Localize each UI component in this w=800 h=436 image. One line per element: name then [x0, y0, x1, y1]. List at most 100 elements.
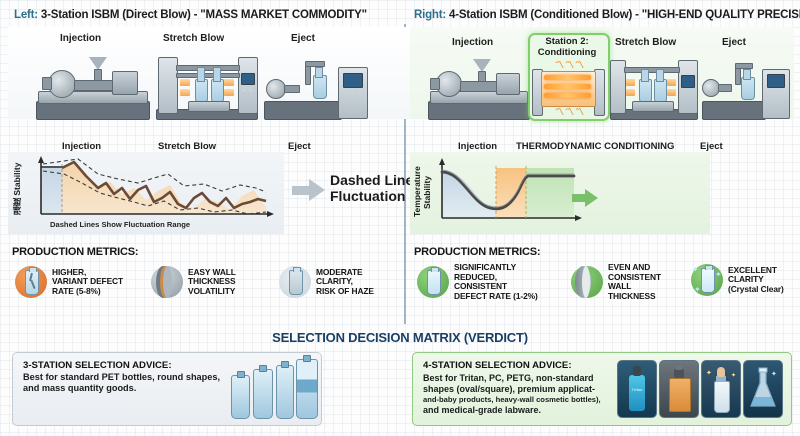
right-mold-carrier: [632, 101, 674, 112]
right-machine-illustration: Injection Stretch Blow Eject Station 2: …: [410, 27, 794, 121]
right-ejected-bottle-neck: [743, 69, 751, 80]
right-chart-svg: [439, 158, 582, 221]
left-mold-carrier: [188, 101, 230, 112]
left-heater-a: [180, 79, 190, 86]
left-motor-shaft: [42, 77, 52, 90]
left-stage-label-eject: Eject: [291, 33, 315, 44]
sparkle-icon-3: ✦: [694, 285, 701, 294]
oven-heater-bar-2: [544, 84, 591, 89]
right-preform-bottle-1: [639, 79, 652, 103]
even-wall-band-2: [582, 266, 590, 299]
right-chart-phase-conditioning: THERMODYNAMIC CONDITIONING: [516, 141, 675, 152]
pet-bottle-icon-3: [276, 365, 294, 419]
right-motor-shaft: [430, 78, 440, 90]
left-eject-wheel: [266, 79, 286, 99]
left-hmi-dot-1: [242, 89, 245, 92]
left-header: Left: 3-Station ISBM (Direct Blow) - "MA…: [14, 9, 367, 21]
right-flow-arrow-head: [585, 189, 598, 207]
left-control-dot-1: [344, 91, 347, 94]
right-preform-neck-2: [656, 69, 664, 82]
right-stage-label-stretch-blow: Stretch Blow: [615, 37, 677, 48]
left-clamp-unit: [112, 71, 138, 95]
right-eject-arm: [718, 84, 732, 92]
right-metric-3-bottle: [701, 265, 715, 293]
right-metric-1-text: SIGNIFICANTLY REDUCED, CONSISTENT DEFECT…: [454, 262, 538, 301]
pet-bottle-icon-4: [296, 359, 318, 419]
right-stage-label-injection: Injection: [452, 37, 494, 48]
left-heater-c: [224, 79, 234, 86]
verdict-left-box: 3-STATION SELECTION ADVICE: Best for sta…: [12, 352, 322, 426]
left-ejected-bottle: [313, 75, 327, 99]
sparkling-bottle-icon: ✦ ✦ ✦: [690, 263, 724, 297]
wall-band-light: [163, 266, 172, 298]
right-chart-phase-eject: Eject: [700, 141, 723, 152]
left-tie-bar-top: [176, 65, 240, 71]
right-heater-a: [626, 79, 635, 86]
right-tie-bar-top: [624, 67, 680, 73]
tritan-label: Tritan: [631, 387, 643, 392]
verdict-right-body-line4: and medical-grade labware.: [423, 405, 542, 415]
right-ejected-bottle: [741, 77, 755, 100]
left-tie-bar-mid: [176, 73, 240, 78]
left-metric-3-bottle: [289, 267, 303, 295]
verdict-right-body-line3: and-baby products, heavy-wall cosmetic b…: [423, 395, 601, 404]
left-blow-right-platen: [238, 57, 258, 114]
left-hmi-screen: [241, 73, 255, 85]
left-chart-phase-stretch-blow: Stretch Blow: [158, 141, 217, 152]
left-preform-neck-2: [213, 67, 221, 82]
left-preform-bottle-2: [211, 79, 224, 103]
right-metrics-title: PRODUCTION METRICS:: [414, 246, 541, 258]
left-chart-caption: Dashed Lines Show Fluctuation Range: [50, 220, 191, 229]
right-header-side: Right:: [414, 9, 447, 21]
left-eject-base: [264, 101, 342, 120]
left-callout-arrow-tail: [292, 186, 310, 195]
oven-heater-bar-1: [544, 75, 591, 80]
left-metric-3: MODERATE CLARITY, RISK OF HAZE: [278, 265, 398, 299]
left-metric-1-bottle: [25, 267, 39, 295]
conditioning-station-title: Station 2: Conditioning: [530, 36, 604, 58]
left-control-dot-3: [358, 91, 361, 94]
verdict-right-body-line1: Best for Tritan, PC, PETG, non-standard: [423, 373, 594, 383]
right-flow-arrow-tail: [572, 194, 586, 202]
right-metric-2-text: EVEN AND CONSISTENT WALL THICKNESS: [608, 262, 661, 301]
uneven-wall-icon: [150, 265, 184, 299]
tritan-sport-bottle-icon: Tritan: [617, 360, 657, 418]
right-metric-1: SIGNIFICANTLY REDUCED, CONSISTENT DEFECT…: [416, 262, 561, 301]
right-preform-bottle-2: [654, 79, 667, 103]
right-screw-barrel: [460, 81, 498, 92]
left-callout-arrow-head: [309, 179, 325, 201]
right-metric-3-text: EXCELLENT CLARITY (Crystal Clear): [728, 264, 784, 294]
right-control-dot-1: [768, 91, 771, 94]
left-control-dot-2: [351, 91, 354, 94]
column-divider: [404, 24, 406, 324]
verdict-left-heading: 3-STATION SELECTION ADVICE:: [23, 360, 172, 371]
perfume-bottle-icon: [659, 360, 699, 418]
sparkle-icon-2: ✦: [715, 270, 722, 279]
right-metric-2: EVEN AND CONSISTENT WALL THICKNESS: [570, 262, 680, 301]
left-eject-arm: [284, 85, 300, 93]
left-hmi-dot-2: [249, 89, 252, 92]
right-blow-left-platen: [610, 60, 626, 114]
left-metrics-title: PRODUCTION METRICS:: [12, 246, 139, 258]
even-wall-icon: [570, 265, 604, 299]
left-heater-d: [224, 89, 234, 96]
right-metric-1-bottle: [427, 267, 441, 296]
left-heater-b: [180, 89, 190, 96]
conditioning-title-line1: Station 2:: [545, 36, 589, 47]
left-metric-2: EASY WALL THICKNESS VOLATILITY: [150, 265, 275, 299]
left-injection-motor: [48, 70, 76, 98]
conditioning-title-line2: Conditioning: [537, 47, 597, 58]
right-hmi-screen: [681, 75, 695, 88]
right-heater-c: [667, 79, 676, 86]
left-stability-chart: 温度 Stability: [8, 152, 284, 234]
left-chart-phase-eject: Eject: [288, 141, 311, 152]
left-header-side: Left:: [14, 9, 38, 21]
right-control-screen: [767, 74, 785, 88]
left-metric-3-text: MODERATE CLARITY, RISK OF HAZE: [316, 266, 374, 296]
right-metric-3: ✦ ✦ ✦ EXCELLENT CLARITY (Crystal Clear): [690, 263, 798, 297]
right-hopper-icon: [473, 59, 491, 72]
right-eject-gripper-top: [735, 63, 753, 69]
pet-bottle-icon-1: [231, 375, 250, 419]
right-chart-phase-injection: Injection: [458, 141, 498, 152]
